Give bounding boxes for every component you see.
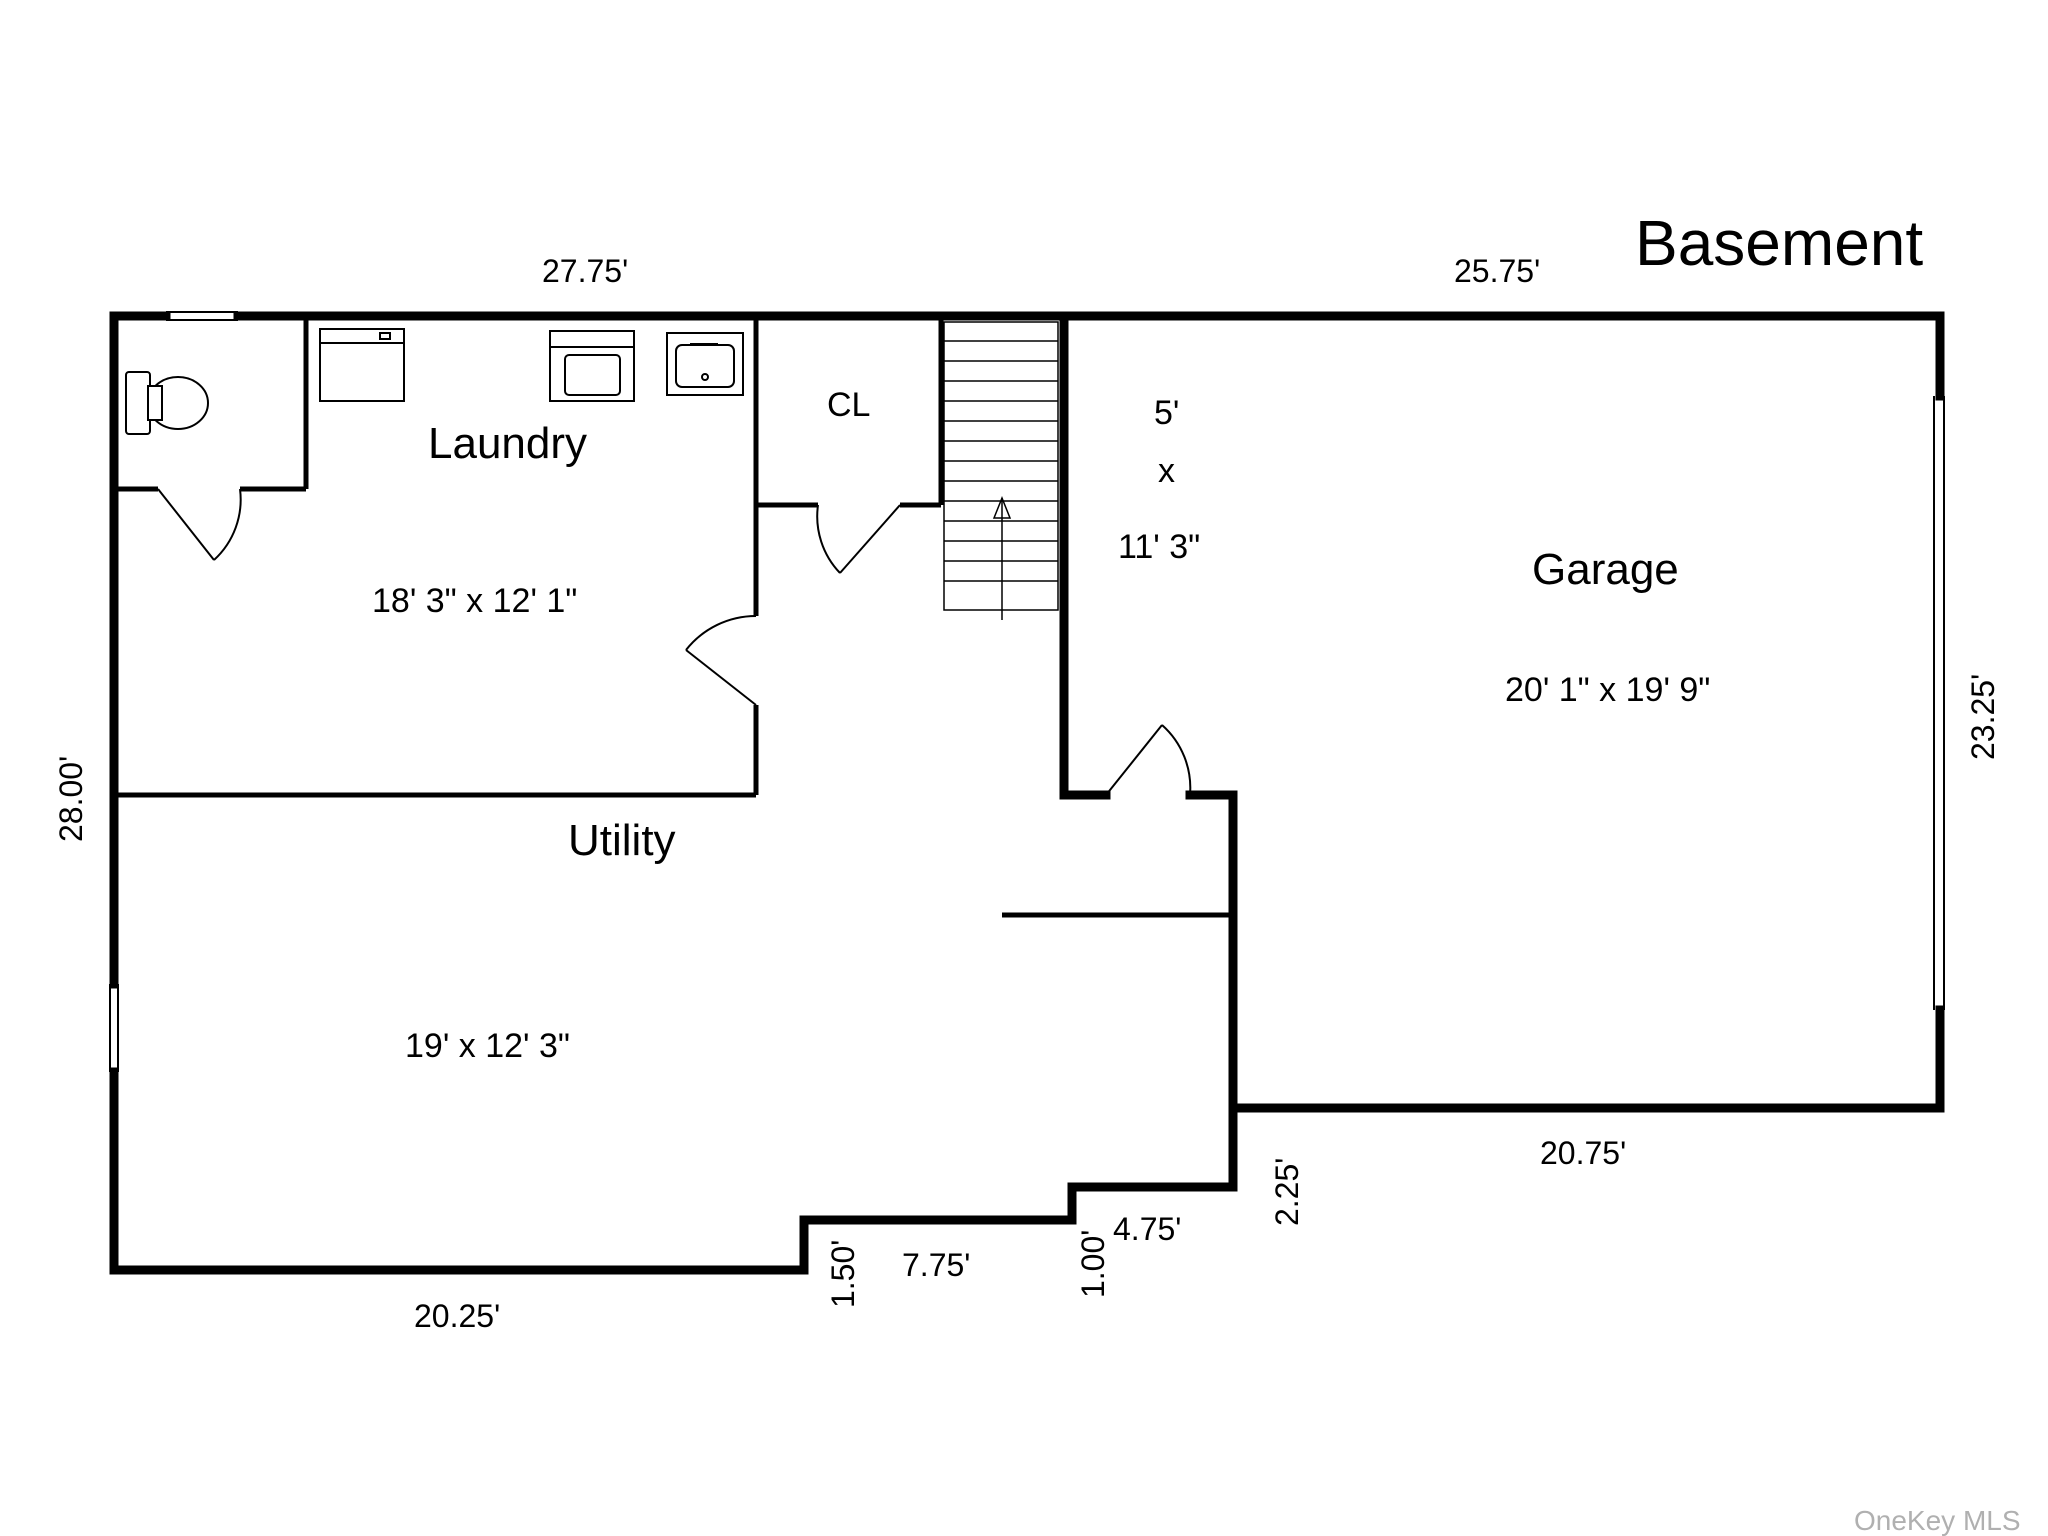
plan-title: Basement [1635,207,1923,279]
stair-size-line2: x [1158,452,1175,490]
watermark: OneKey MLS [1854,1505,2021,1536]
garage-label: Garage [1532,545,1679,594]
dim-bottom-left: 20.25' [414,1298,500,1334]
dim-garage-bottom: 20.75' [1540,1135,1626,1171]
outer-walls [109,311,1945,1275]
dim-step-2-25: 2.25' [1269,1158,1305,1226]
doors [157,488,1192,796]
dim-step-1-50: 1.50' [825,1240,861,1308]
interior-walls [118,311,1238,918]
dryer-icon [549,330,635,402]
utility-label: Utility [568,816,676,865]
closet-label: CL [827,386,870,424]
washer-icon [319,328,405,402]
dim-step-7-75: 7.75' [902,1247,970,1283]
dim-right: 23.25' [1965,674,2001,760]
dim-top-left: 27.75' [542,253,628,289]
dim-step-1-00: 1.00' [1075,1230,1111,1298]
stairs [943,321,1059,620]
windows [109,311,1945,1072]
laundry-size: 18' 3" x 12' 1" [372,582,577,620]
dim-step-4-75: 4.75' [1113,1211,1181,1247]
utility-size: 19' x 12' 3" [405,1027,570,1065]
dim-left: 28.00' [53,756,89,842]
sink-icon [666,332,744,396]
dimension-labels: 27.75' 25.75' 28.00' 23.25' 20.75' 2.25'… [53,253,2001,1334]
toilet-icon [125,371,209,435]
stair-size-line3: 11' 3" [1118,528,1200,566]
dim-top-right: 25.75' [1454,253,1540,289]
room-labels: Laundry 18' 3" x 12' 1" CL 5' x 11' 3" G… [372,386,1710,1065]
stair-size-line1: 5' [1154,394,1179,432]
garage-size: 20' 1" x 19' 9" [1505,671,1710,709]
laundry-label: Laundry [428,419,587,468]
